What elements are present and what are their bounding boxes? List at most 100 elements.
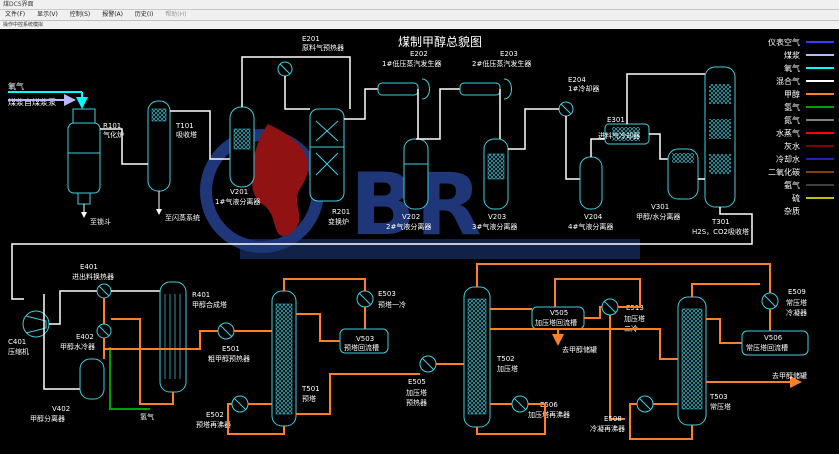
menu-bar: 文件(F) 显示(V) 控制(S) 报警(A) 历史(I) 帮助(H) [0, 10, 839, 21]
condenser-e513[interactable] [601, 298, 619, 316]
reboiler-e502[interactable] [231, 395, 249, 413]
section-distillation: E501 粗甲醇预热器 T501 预塔 E502 预塔再沸器 E503 预塔一冷 [103, 263, 809, 440]
t101-id: T101 [175, 122, 194, 130]
legend-label: 灰水 [784, 141, 800, 151]
separator-v402[interactable] [79, 358, 105, 400]
e508-name: 冷凝再沸器 [590, 424, 625, 433]
t503-name: 常压塔 [710, 402, 731, 411]
to-flash-label: 至闪蒸系统 [165, 213, 200, 222]
legend-label: 冷却水 [776, 154, 800, 164]
e201-id: E201 [302, 35, 320, 43]
cooler-e204[interactable] [558, 101, 574, 117]
steam-generator-e203[interactable] [459, 78, 512, 100]
v203-id: V203 [488, 213, 506, 221]
e202-name: 1#低压蒸汽发生器 [382, 59, 441, 68]
section-gasification: 氧气 煤浆自煤浆泵 R101 气化炉 至锁斗 T101 吸收塔 至闪蒸系统 [8, 35, 753, 300]
v203-name: 3#气液分离器 [472, 222, 517, 231]
v506-id: V506 [764, 334, 783, 342]
gasifier-r101[interactable] [67, 108, 101, 205]
e502-id: E502 [206, 411, 224, 419]
shift-reactor-r201[interactable] [309, 108, 345, 202]
separator-v201[interactable] [229, 106, 255, 188]
menu-view[interactable]: 显示(V) [37, 11, 58, 18]
window-titlebar: 煤DCS界面 [0, 0, 839, 10]
v503-name: 预塔回流槽 [344, 343, 379, 352]
v202-id: V202 [402, 213, 420, 221]
v402-name: 甲醇分离器 [30, 414, 65, 423]
pressure-column-t502[interactable] [463, 286, 491, 428]
separator-v301[interactable] [667, 148, 699, 200]
cooler-e402[interactable] [96, 323, 112, 339]
steam-generator-e202[interactable] [377, 78, 430, 100]
r401-name: 甲醇合成塔 [192, 300, 227, 309]
e505-name2: 预热器 [406, 398, 427, 407]
preheater-e501[interactable] [217, 322, 235, 340]
pre-column-t501[interactable] [271, 290, 297, 427]
reboiler-e506[interactable] [511, 395, 529, 413]
v506-name: 常压塔回流槽 [746, 343, 788, 352]
v301-name: 甲醇/水分离器 [636, 212, 680, 221]
separator-v202[interactable] [403, 138, 429, 210]
r401-id: R401 [192, 291, 210, 299]
status-text: 操作中控系统模拟 [3, 22, 44, 28]
e203-id: E203 [500, 50, 518, 58]
r101-id: R101 [103, 122, 121, 130]
v204-name: 4#气液分离器 [568, 222, 613, 231]
v503-id: V503 [356, 335, 374, 343]
condenser-e509[interactable] [761, 292, 779, 310]
c401-id: C401 [8, 338, 26, 346]
separator-v203[interactable] [483, 138, 509, 210]
methanol-reactor-r401[interactable] [159, 281, 187, 393]
legend-label: 水蒸气 [776, 128, 800, 138]
t502-name: 加压塔 [497, 364, 518, 373]
e509-name1: 常压塔 [786, 298, 807, 307]
e503-name: 预塔一冷 [378, 300, 406, 309]
e204-name: 1#冷却器 [568, 84, 599, 93]
atmospheric-column-t503[interactable] [677, 296, 707, 426]
e513-name1: 加压塔 [624, 314, 645, 323]
e503-id: E503 [378, 290, 396, 298]
t503-id: T503 [709, 393, 728, 401]
process-overview-diagram: 煤制甲醇总貌图 BR 氧气 煤浆自煤浆泵 R101 气化炉 至锁斗 T101 [8, 34, 834, 440]
status-bar: 操作中控系统模拟 [0, 21, 839, 29]
r201-id: R201 [332, 208, 350, 216]
c401-name: 压缩机 [8, 347, 29, 356]
e301-name: 进料气冷却器 [598, 131, 640, 140]
preheater-e201[interactable] [277, 61, 293, 77]
preheater-e505[interactable] [419, 355, 437, 373]
e508-id: E508 [604, 415, 622, 423]
e204-id: E204 [568, 76, 586, 84]
to-slag-label: 至锁斗 [90, 217, 111, 226]
e509-id: E509 [788, 288, 806, 296]
legend-label: 混合气 [776, 76, 800, 86]
menu-alarm[interactable]: 报警(A) [102, 11, 123, 18]
reboiler-e508[interactable] [636, 395, 654, 413]
t301-id: T301 [711, 218, 730, 226]
menu-help: 帮助(H) [165, 11, 187, 18]
e506-name: 加压塔再沸器 [528, 410, 570, 419]
menu-control[interactable]: 控制(S) [69, 11, 91, 18]
legend-label: 氢气 [784, 102, 800, 112]
menu-history[interactable]: 历史(I) [134, 11, 154, 18]
condenser-e503[interactable] [356, 290, 374, 308]
e502-name: 预塔再沸器 [196, 420, 231, 429]
t502-id: T502 [496, 355, 515, 363]
v201-id: V201 [230, 188, 248, 196]
exchanger-e401[interactable] [96, 283, 112, 299]
r101-name: 气化炉 [103, 130, 124, 139]
legend-label: 二氧化碳 [768, 167, 800, 177]
to-methanol-tank-label-1: 去甲醇储罐 [562, 345, 597, 354]
legend-label: 甲醇 [784, 89, 800, 99]
e201-name: 原料气预热器 [302, 43, 344, 52]
compressor-c401[interactable] [22, 310, 50, 338]
absorber-t101[interactable] [147, 100, 171, 215]
menu-file[interactable]: 文件(F) [5, 11, 26, 18]
t501-id: T501 [301, 385, 320, 393]
separator-v204[interactable] [579, 156, 603, 210]
absorber-t301[interactable] [704, 66, 736, 208]
legend-label: 仪表空气 [768, 37, 800, 47]
window-title: 煤DCS界面 [3, 1, 34, 8]
t101-name: 吸收塔 [176, 130, 197, 139]
h2s-co2-label: H2S，CO2吸收塔 [692, 227, 749, 236]
